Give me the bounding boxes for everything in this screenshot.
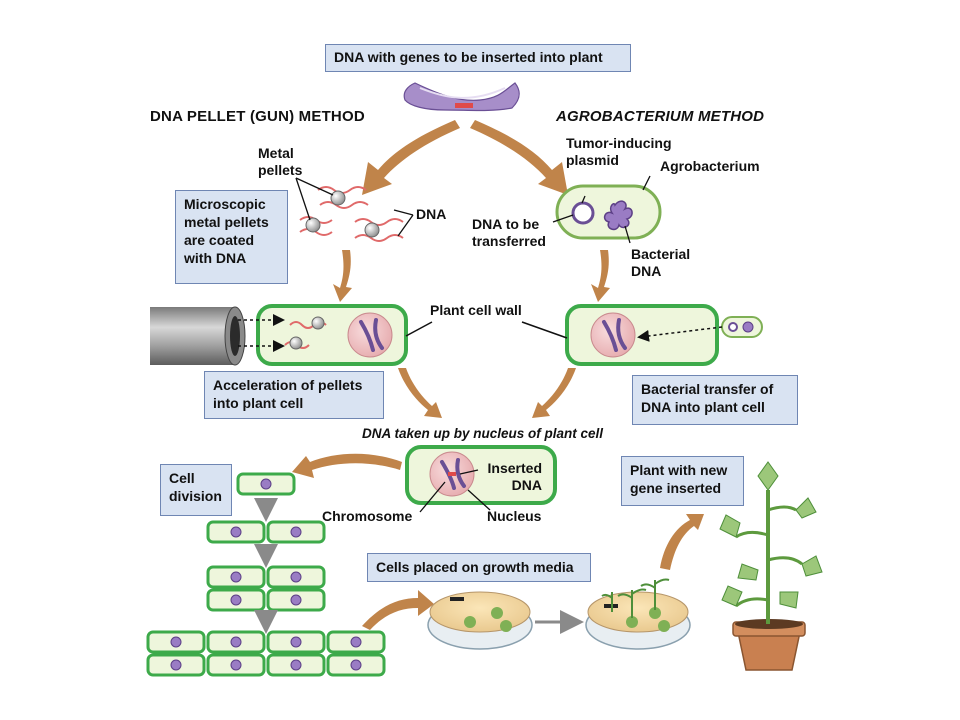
dna-label: DNA [416,206,447,222]
arrow-to-cell-division [292,453,402,478]
small-nucleus [290,659,302,671]
tumor-inducing-plasmid [571,201,595,225]
metal-pellet [364,222,380,238]
dna-taken-up-label: DNA taken up by nucleus of plant cell [362,426,604,441]
small-nucleus [290,526,302,538]
arrow-pellets-down [333,250,352,302]
nucleus-label: Nucleus [487,508,542,524]
small-nucleus [230,571,242,583]
gene-gun-barrel [150,306,246,366]
nucleus [347,312,393,358]
agrobacterium [552,175,662,244]
dna-coated-pellets [295,177,414,242]
arrow-to-plant [660,514,704,570]
arrow-to-gun-method [362,120,460,195]
inserted-dna-label: Inserted DNA [487,460,542,493]
bacterial-transfer-box: Bacterial transfer of DNA into plant cel… [632,375,798,425]
potted-plant [719,461,823,671]
gun-method-heading: DNA PELLET (GUN) METHOD [150,108,365,125]
dna-to-be-transferred-label: DNA to be transferred [472,216,546,249]
cell-division-box: Cell division [160,464,232,516]
arrow-to-agro-method [470,120,568,195]
arrow-agro-down [591,250,610,302]
growth-media-box: Cells placed on growth media [367,553,591,582]
bacterial-dna-label: Bacterial DNA [631,246,691,279]
coated-pellets-box: Microscopic metal pellets are coated wit… [175,190,288,284]
small-nucleus [290,571,302,583]
small-nucleus [170,636,182,648]
small-nucleus [230,594,242,606]
arrow-to-growth-media [362,590,434,630]
small-nucleus [350,636,362,648]
top-dna-box: DNA with genes to be inserted into plant [325,44,631,72]
chromosome-label: Chromosome [322,508,413,524]
nucleus [590,312,636,358]
agro-method-heading: AGROBACTERIUM METHOD [556,108,765,125]
metal-pellets-label: Metal pellets [258,145,303,178]
small-nucleus [290,594,302,606]
petri-dish-1 [427,591,533,650]
small-nucleus [230,526,242,538]
plant-cell-center [405,445,557,513]
plant-cell-right [565,304,763,366]
cell-division-cells [146,472,386,677]
plant-gene-box: Plant with new gene inserted [621,456,744,506]
small-nucleus [350,659,362,671]
metal-pellet [330,190,346,206]
dna-ribbon [403,82,520,112]
petri-dish-2 [585,578,691,650]
small-nucleus [230,636,242,648]
acceleration-box: Acceleration of pellets into plant cell [204,371,384,419]
plant-cell-wall-label: Plant cell wall [430,302,522,318]
small-nucleus [260,478,272,490]
metal-pellet [305,217,321,233]
arrow-left-to-center [398,368,442,418]
arrow-right-to-center [532,368,576,418]
plasmid-label: Tumor-inducing plasmid [566,135,672,168]
bacterial-dna [603,200,633,231]
small-nucleus [170,659,182,671]
agrobacterium-label: Agrobacterium [660,158,760,174]
small-nucleus [290,636,302,648]
plant-cell-left [238,304,408,366]
small-nucleus [230,659,242,671]
